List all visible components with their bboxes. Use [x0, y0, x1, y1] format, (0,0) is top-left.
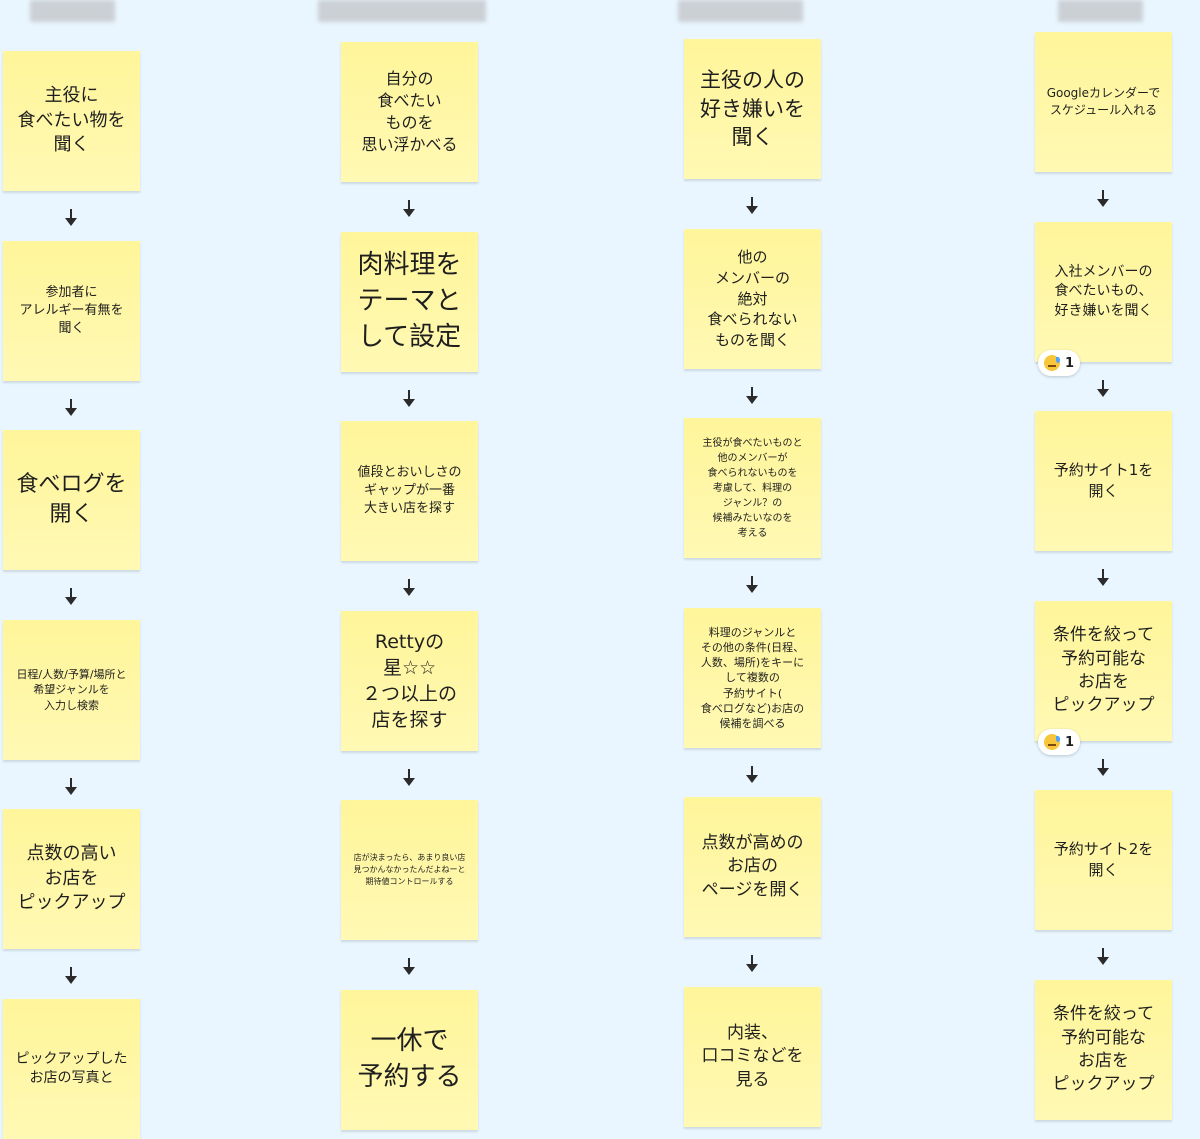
sticky-note-text: Rettyの 星☆☆ ２つ以上の 店を探す [361, 630, 457, 732]
sticky-note[interactable]: ピックアップした お店の写真と [3, 999, 140, 1139]
sticky-note-text: 点数の高い お店を ピックアップ [17, 842, 126, 914]
sticky-note-text: 肉料理を テーマと して設定 [357, 250, 462, 352]
sticky-note-text: 自分の 食べたい ものを 思い浮かべる [361, 68, 458, 155]
sticky-note[interactable]: 値段とおいしさの ギャップが一番 大きい店を探す [341, 421, 478, 561]
sticky-note-text: 予約サイト2を 開く [1053, 840, 1154, 879]
sticky-note-text: 参加者に アレルギー有無を 聞く [19, 285, 124, 336]
flow-arrow-down [1096, 380, 1110, 398]
flow-arrow-down [402, 579, 416, 597]
sticky-note-text: 主役に 食べたい物を 聞く [17, 84, 126, 156]
sticky-note[interactable]: 店が決まったら、あまり良い店 見つかんなかったんだよねーと 期待値コントロールす… [341, 800, 478, 940]
column-header-1 [30, 0, 115, 22]
sticky-note[interactable]: 主役の人の 好き嫌いを 聞く [684, 39, 821, 179]
sticky-note-text: 料理のジャンルと その他の条件(日程、 人数、場所)をキーに して複数の 予約サ… [700, 625, 805, 730]
sticky-note[interactable]: 自分の 食べたい ものを 思い浮かべる [341, 42, 478, 182]
sticky-note-text: 一休で 予約する [357, 1026, 462, 1092]
sticky-note[interactable]: 条件を絞って 予約可能な お店を ピックアップ [1035, 601, 1172, 741]
sticky-note[interactable]: 料理のジャンルと その他の条件(日程、 人数、場所)をキーに して複数の 予約サ… [684, 608, 821, 748]
flow-arrow-down [745, 766, 759, 784]
sticky-note-text: 点数が高めの お店の ページを開く [701, 832, 804, 900]
flow-arrow-down [64, 399, 78, 417]
sticky-note-text: 値段とおいしさの ギャップが一番 大きい店を探す [357, 465, 462, 516]
reaction-badge[interactable]: 1 [1038, 729, 1080, 755]
sticky-note[interactable]: 参加者に アレルギー有無を 聞く [3, 241, 140, 381]
sticky-note[interactable]: 条件を絞って 予約可能な お店を ピックアップ [1035, 980, 1172, 1120]
sticky-note-text: 主役が食べたいものと 他のメンバーが 食べられないものを 考慮して、料理の ジャ… [702, 437, 803, 539]
flow-arrow-down [64, 778, 78, 796]
flow-arrow-down [745, 955, 759, 973]
sticky-note[interactable]: 入社メンバーの 食べたいもの、 好き嫌いを聞く [1035, 222, 1172, 362]
column-header-3 [678, 0, 803, 22]
sticky-note-text: 主役の人の 好き嫌いを 聞く [700, 67, 805, 150]
flow-arrow-down [745, 576, 759, 594]
sticky-note-text: 日程/人数/予算/場所と 希望ジャンルを 入力し検索 [16, 668, 127, 712]
sticky-note-text: 予約サイト1を 開く [1053, 461, 1154, 500]
sticky-note[interactable]: Rettyの 星☆☆ ２つ以上の 店を探す [341, 611, 478, 751]
sticky-note[interactable]: 肉料理を テーマと して設定 [341, 232, 478, 372]
flow-arrow-down [745, 197, 759, 215]
sticky-note-text: 内装、 口コミなどを 見る [701, 1022, 804, 1090]
sticky-note-text: 入社メンバーの 食べたいもの、 好き嫌いを聞く [1054, 264, 1153, 319]
sticky-note[interactable]: 点数の高い お店を ピックアップ [3, 809, 140, 949]
sticky-note-text: 食べログを 開く [16, 471, 127, 527]
flow-arrow-down [1096, 759, 1110, 777]
flow-arrow-down [402, 769, 416, 787]
column-header-2 [318, 0, 486, 22]
flow-arrow-down [64, 967, 78, 985]
reaction-count: 1 [1064, 734, 1075, 750]
sticky-note[interactable]: 他の メンバーの 絶対 食べられない ものを聞く [684, 229, 821, 369]
sticky-note-text: Googleカレンダーで スケジュール入れる [1046, 86, 1161, 117]
flow-arrow-down [745, 387, 759, 405]
flow-arrow-down [402, 958, 416, 976]
sticky-note[interactable]: 食べログを 開く [3, 430, 140, 570]
flow-arrow-down [64, 209, 78, 227]
sweat-smile-icon [1043, 734, 1060, 750]
sticky-note[interactable]: 日程/人数/予算/場所と 希望ジャンルを 入力し検索 [3, 620, 140, 760]
sticky-note[interactable]: 一休で 予約する [341, 990, 478, 1130]
sticky-note-text: 他の メンバーの 絶対 食べられない ものを聞く [707, 248, 798, 350]
sticky-note[interactable]: Googleカレンダーで スケジュール入れる [1035, 32, 1172, 172]
sticky-note-text: ピックアップした お店の写真と [15, 1050, 128, 1086]
flow-arrow-down [1096, 569, 1110, 587]
flow-arrow-down [1096, 948, 1110, 966]
sticky-note[interactable]: 主役に 食べたい物を 聞く [3, 51, 140, 191]
flow-arrow-down [402, 390, 416, 408]
reaction-count: 1 [1064, 355, 1075, 371]
sticky-note-text: 条件を絞って 予約可能な お店を ピックアップ [1052, 625, 1155, 716]
sticky-note-text: 店が決まったら、あまり良い店 見つかんなかったんだよねーと 期待値コントロールす… [353, 853, 466, 886]
flow-arrow-down [64, 588, 78, 606]
flow-arrow-down [402, 200, 416, 218]
sticky-note-text: 条件を絞って 予約可能な お店を ピックアップ [1052, 1004, 1155, 1095]
sticky-note[interactable]: 主役が食べたいものと 他のメンバーが 食べられないものを 考慮して、料理の ジャ… [684, 418, 821, 558]
sticky-note[interactable]: 内装、 口コミなどを 見る [684, 987, 821, 1127]
sticky-note[interactable]: 点数が高めの お店の ページを開く [684, 797, 821, 937]
sticky-note[interactable]: 予約サイト2を 開く [1035, 790, 1172, 930]
column-header-4 [1058, 0, 1143, 22]
reaction-badge[interactable]: 1 [1038, 350, 1080, 376]
flow-arrow-down [1096, 190, 1110, 208]
sticky-note[interactable]: 予約サイト1を 開く [1035, 411, 1172, 551]
sweat-smile-icon [1043, 355, 1060, 371]
